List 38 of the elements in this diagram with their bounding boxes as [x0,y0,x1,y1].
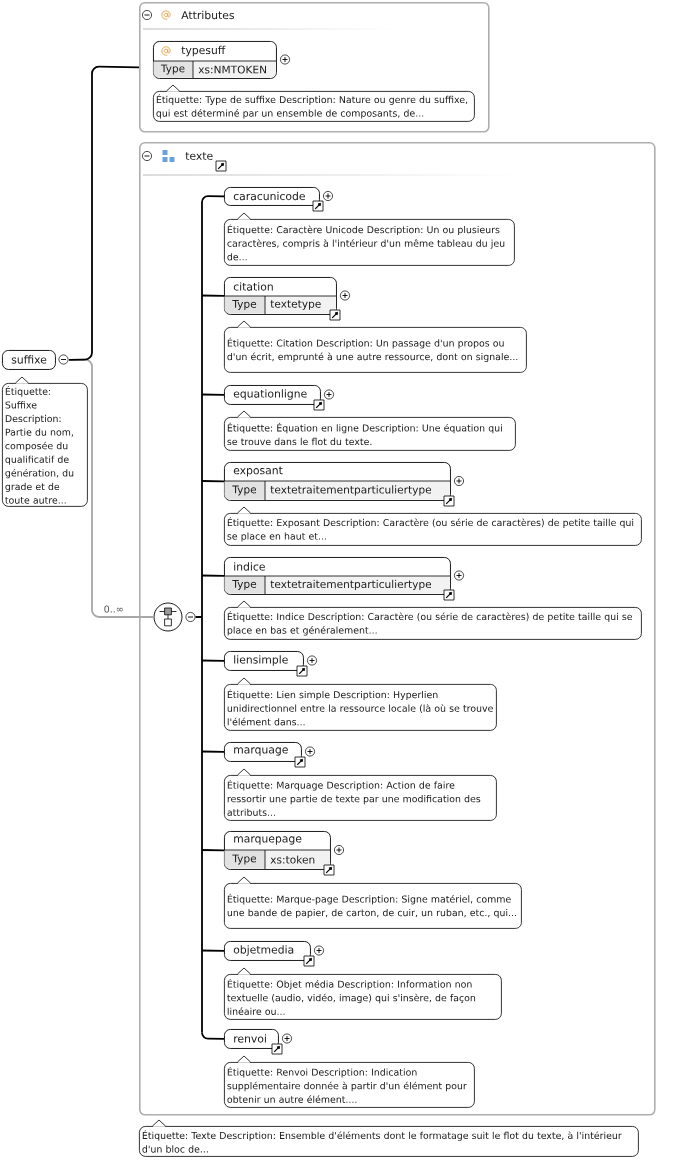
element-box: equationligne [224,385,321,405]
connector-line [201,294,225,297]
annotation-callout: Étiquette: Marque-page Description: Signe matériel, comme une bande de papier, de carton, de cuir, un ruban, etc., qui... [224,876,522,929]
connector-line [201,393,225,396]
connector-line [68,65,140,361]
element-box: typesuff Type xs:NMTOKEN [152,41,277,79]
annotation-callout: Étiquette: Équation en ligne Description: Une équation qui se trouve dans le flot du texte. [224,410,516,451]
connector-line [201,849,225,852]
annotation-callout: Étiquette: Suffixe Description: Partie du nom, composée du qualificatif de génération, du grade et de toute autre... [2,376,88,507]
annotation-callout: Étiquette: Citation Description: Un passage d'un propos ou d'un écrit, emprunté à une autre ressource, dont on signale... [224,320,527,373]
element-box: marquepage Type xs:token [223,831,331,870]
annotation-callout: Étiquette: Texte Description: Ensemble d'éléments dont le formatage suit le flot du texte, à l'intérieur d'un bloc de... [139,1119,639,1157]
element-box: suffixe [2,350,56,370]
element-box: exposant Type textetraitementparticuliertype [223,462,451,501]
element-box: indice Type textetraitementparticuliertype [223,557,451,595]
connector-line [201,195,225,203]
edge-label: 0..∞ [102,604,125,614]
connector-line [201,1031,225,1040]
annotation-callout: Étiquette: Type de suffixe Description: Nature ou genre du suffixe, qui est déterminé par un ensemble de composants, de... [153,84,475,122]
element-box: citation Type textetype [223,277,337,315]
element-box: marquage [224,742,302,762]
annotation-callout: Étiquette: Marquage Description: Action de faire ressortir une partie de texte par une modification des attributs... [224,768,497,821]
connector-line [201,750,225,753]
element-box: liensimple [224,651,304,671]
element-box: caracunicode [224,187,320,206]
element-box: renvoi [224,1029,279,1049]
annotation-callout: Étiquette: Exposant Description: Caractère (ou série de caractères) de petite taille qui se place en haut et... [224,506,642,546]
element-box: objetmedia [224,941,311,961]
connector-trunk [194,201,203,1034]
annotation-callout: Étiquette: Indice Description: Caractère (ou série de caractères) de petite taille qui se place en bas et généralement... [224,600,642,640]
connector-line [201,574,225,577]
annotation-callout: Étiquette: Renvoi Description: Indication supplémentaire donnée à partir d'un élément pour obtenir un autre élément.... [224,1055,475,1108]
connector-line [201,659,225,662]
connector-line [201,949,225,952]
annotation-callout: Étiquette: Caractère Unicode Description: Un ou plusieurs caractères, compris à l'intérieur d'un même tableau du jeu de... [224,212,515,266]
annotation-callout: Étiquette: Lien simple Description: Hyperlien unidirectionnel entre la ressource locale (là où se trouve l'élément dans... [224,677,497,731]
annotation-callout: Étiquette: Objet média Description: Information non textuelle (audio, vidéo, image) qui s'insère, de façon linéaire ou... [224,967,502,1020]
connector-line [201,480,225,483]
